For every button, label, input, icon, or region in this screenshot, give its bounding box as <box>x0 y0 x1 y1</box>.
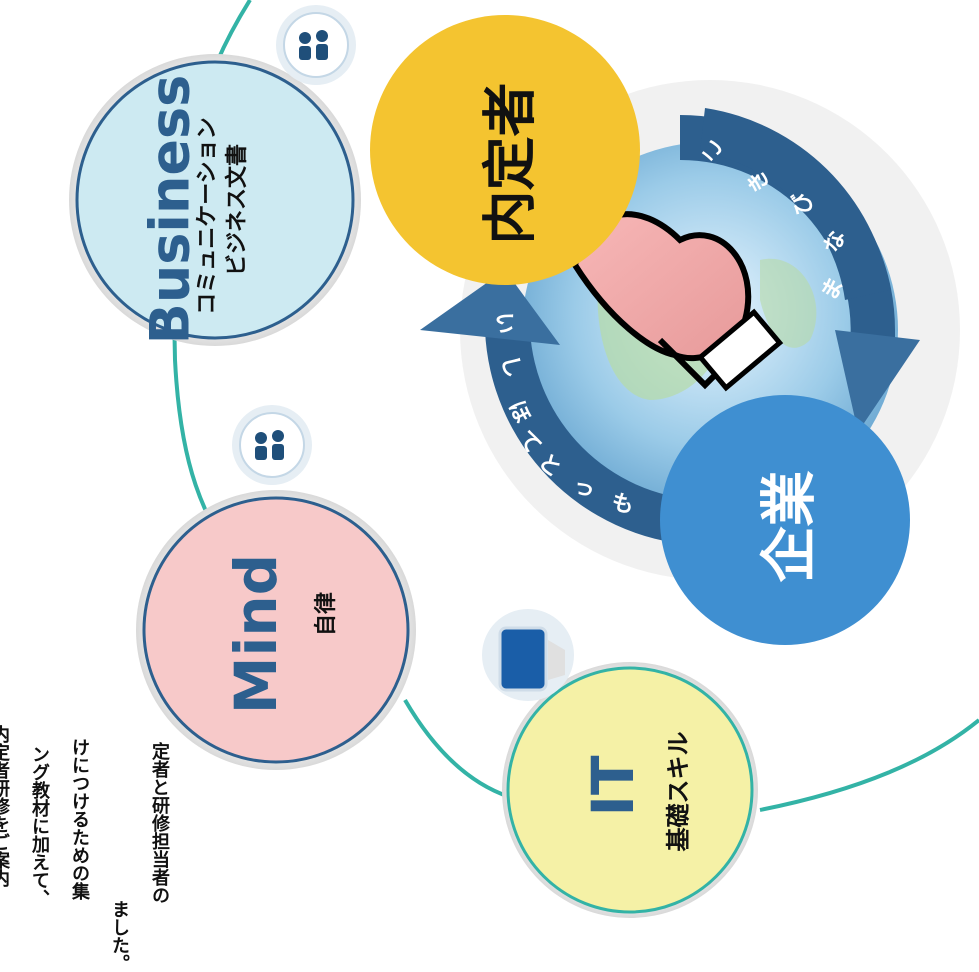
circular-arrow-lower-body <box>700 108 890 300</box>
business-line1: コミュニケーション <box>195 117 220 315</box>
kigyo-label: 企業 <box>757 470 823 583</box>
naiteisha-label: 内定者 <box>478 82 542 245</box>
paragraph-line-1: 内定者研修をご案内 <box>0 725 10 887</box>
mind-title: Mind <box>222 553 290 715</box>
arrow-head-right <box>835 330 920 432</box>
tablet-icon <box>482 609 574 701</box>
mind-circle <box>142 496 410 764</box>
business-line2: ビジネス文書 <box>225 144 250 277</box>
it-sub: 基礎スキル <box>664 731 693 852</box>
left-paragraph: 内定者研修をご案内 ング教材に加えて、 けにつけるための集 ました。 定者と研修… <box>0 0 170 972</box>
paragraph-line-2: ング教材に加えて、 <box>29 745 50 907</box>
it-circle <box>506 666 754 914</box>
kigyo-circle <box>660 395 910 645</box>
mind-sub: 自律 <box>314 592 339 637</box>
arrow-char: い <box>491 311 517 335</box>
business-circle <box>75 60 355 340</box>
naiteisha-circle <box>370 15 640 285</box>
circular-arrow-upper <box>485 330 700 545</box>
fist-illustration <box>571 211 784 392</box>
it-title: IT <box>579 755 647 817</box>
people-icon <box>232 405 312 485</box>
people-icon <box>276 5 356 85</box>
arrow-head-left <box>420 270 560 345</box>
globe-land-2 <box>760 258 817 348</box>
paragraph-line-4: ました。 <box>109 900 130 972</box>
paragraph-line-5: 定者と研修担当者の <box>149 742 170 904</box>
paragraph-line-3: けにつけるための集 <box>69 738 90 900</box>
